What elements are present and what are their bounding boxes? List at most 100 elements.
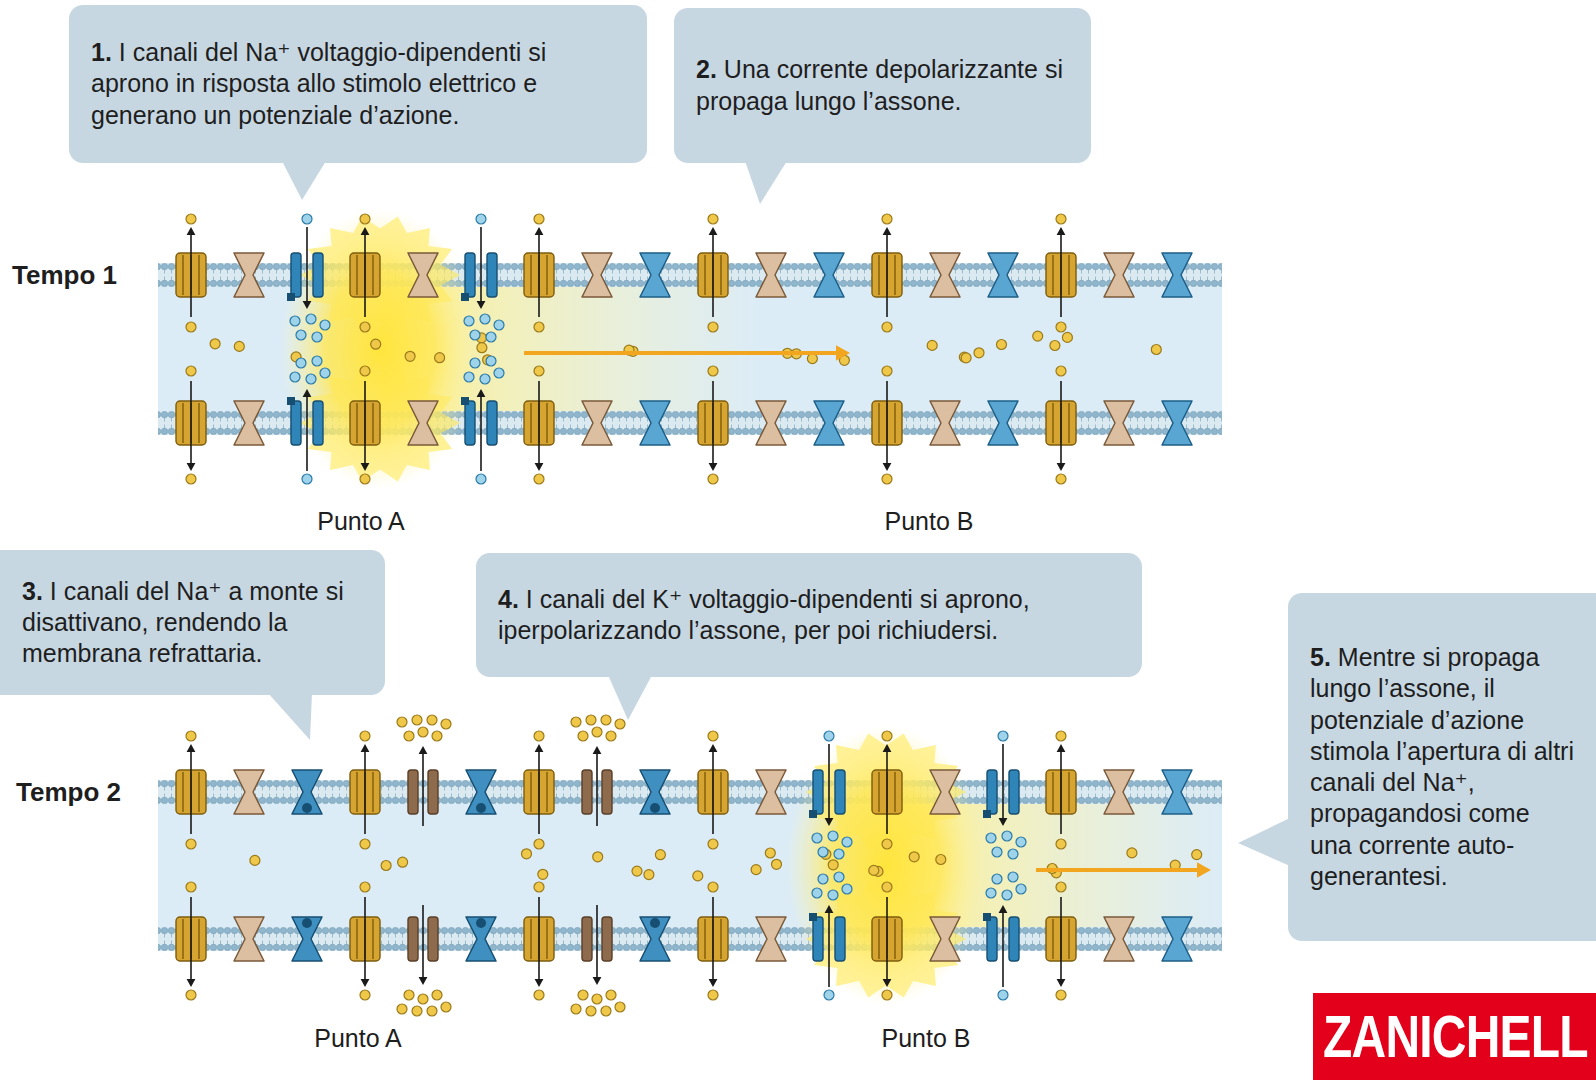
sodium-ion-dot [486, 332, 496, 342]
potassium-channel-closed [234, 770, 264, 814]
ion-dot [586, 715, 596, 725]
arrow-head [361, 744, 370, 752]
sodium-channel-open [1009, 770, 1019, 814]
ion-dot [882, 990, 892, 1000]
ion-dot [882, 366, 892, 376]
ion-dot [592, 994, 602, 1004]
potassium-channel-closed [930, 917, 960, 961]
inactivation-gate [302, 803, 312, 813]
ion-dot [397, 1004, 407, 1014]
channel-stripe [546, 772, 548, 812]
ion-dot [765, 848, 775, 858]
point-label: Punto B [885, 507, 974, 536]
channel-stripe [356, 255, 358, 295]
time-label: Tempo 1 [12, 260, 117, 291]
arrow-head [1057, 227, 1066, 235]
sodium-ion-dot [824, 731, 834, 741]
ion-dot [534, 990, 544, 1000]
sodium-channel-open [813, 917, 823, 961]
arrow-line [828, 744, 830, 818]
potassium-channel-closed [408, 401, 438, 445]
sodium-ion-dot [1002, 831, 1012, 841]
potassium-channel-closed [234, 401, 264, 445]
arrow-head [999, 818, 1008, 826]
sodium-channel-inactivated [466, 770, 496, 814]
callout-number: 1. [91, 38, 112, 66]
arrow-line [1002, 913, 1004, 987]
arrow-head [303, 301, 312, 309]
arrow-head [187, 227, 196, 235]
inactivation-gate [650, 918, 660, 928]
arrow-head [361, 979, 370, 987]
arrow-line [1002, 744, 1004, 818]
arrow-line [480, 397, 482, 471]
arrow-line [190, 235, 192, 317]
sodium-ion-dot [992, 847, 1002, 857]
sodium-channel-inactivated [292, 917, 322, 961]
ion-dot [441, 719, 451, 729]
sodium-channel-open [313, 401, 323, 445]
arrow-line [596, 754, 598, 826]
ion-dot [404, 731, 414, 741]
channel-stripe [1068, 919, 1070, 959]
arrow-head [535, 744, 544, 752]
ion-dot [1056, 990, 1066, 1000]
ion-dot [186, 214, 196, 224]
ion-dot [418, 727, 428, 737]
sodium-ion-dot [1016, 837, 1026, 847]
arrow-head [593, 746, 602, 754]
channel-stripe [878, 919, 880, 959]
ion-dot [360, 839, 370, 849]
sodium-ion-dot [302, 214, 312, 224]
channel-stripe [198, 403, 200, 443]
arrow-line [422, 754, 424, 826]
potassium-channel-open [428, 770, 438, 814]
axon-interior [158, 804, 1222, 927]
channel-stripe [372, 255, 374, 295]
channel-stripe [372, 403, 374, 443]
sodium-channel-closed [1162, 770, 1192, 814]
ion-dot [405, 351, 415, 361]
callout-text: 4.I canali del K⁺ voltaggio-dipendenti s… [498, 584, 1120, 647]
ion-dot [708, 990, 718, 1000]
ion-dot [186, 322, 196, 332]
sodium-channel-open [1009, 917, 1019, 961]
sodium-ion-dot [992, 874, 1002, 884]
sodium-ion-dot [1008, 849, 1018, 859]
potassium-channel-open [408, 770, 418, 814]
sodium-channel-open [465, 253, 475, 297]
ion-dot [1056, 882, 1066, 892]
channel-stripe [720, 255, 722, 295]
ion-dot [534, 214, 544, 224]
ion-dot [1056, 366, 1066, 376]
point-label: Punto A [314, 1024, 402, 1053]
ion-dot [708, 731, 718, 741]
ion-dot [615, 1002, 625, 1012]
sodium-channel-closed [988, 253, 1018, 297]
arrow-line [306, 227, 308, 301]
ion-dot [534, 731, 544, 741]
arrow-line [538, 381, 540, 463]
ion-dot [186, 882, 196, 892]
callout-text: Mentre si propaga lungo l’assone, il pot… [1310, 643, 1574, 890]
ion-dot [397, 717, 407, 727]
channel-gate [983, 913, 991, 921]
sodium-ion-dot [476, 214, 486, 224]
ion-dot [441, 1002, 451, 1012]
sodium-channel-closed [640, 401, 670, 445]
arrow-line [364, 235, 366, 317]
arrow-line [712, 381, 714, 463]
callout-pointer [1238, 818, 1290, 866]
callout-text: I canali del K⁺ voltaggio-dipendenti si … [498, 585, 1030, 644]
sodium-ion-dot [1008, 872, 1018, 882]
ion-dot [1151, 345, 1161, 355]
arrow-head [593, 977, 602, 985]
ion-dot [974, 348, 984, 358]
arrow-head [883, 463, 892, 471]
channel-stripe [878, 403, 880, 443]
ion-dot [693, 871, 703, 881]
ion-dot [404, 990, 414, 1000]
callout-text: I canali del Na⁺ voltaggio-dipendenti si… [91, 38, 546, 129]
callout-number: 2. [696, 55, 717, 83]
ion-dot [708, 474, 718, 484]
